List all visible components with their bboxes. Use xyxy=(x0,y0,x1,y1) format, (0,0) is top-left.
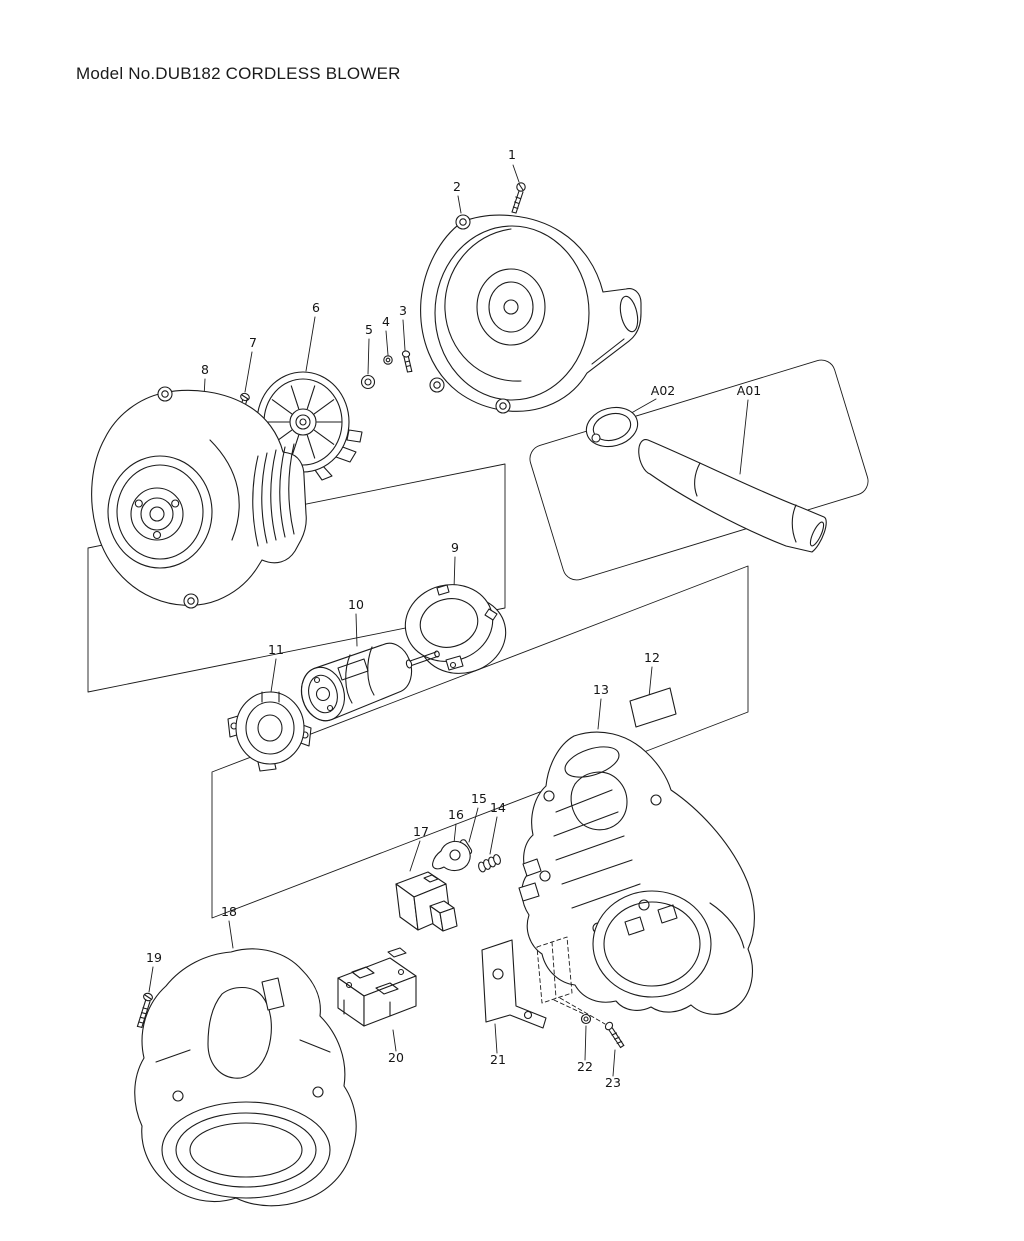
part-a01-nozzle xyxy=(638,439,827,553)
label-part-11: 11 xyxy=(268,642,284,657)
label-part-4: 4 xyxy=(382,314,390,329)
label-part-2: 2 xyxy=(453,179,461,194)
part-a02-ring xyxy=(585,406,639,448)
part-14-spring xyxy=(478,854,501,873)
part-17-switch xyxy=(395,871,458,932)
label-part-a01: A01 xyxy=(737,383,761,398)
page-title: Model No.DUB182 CORDLESS BLOWER xyxy=(76,64,401,83)
label-part-9: 9 xyxy=(451,540,459,555)
part-18-housing-left xyxy=(134,948,357,1207)
battery-position-dashed xyxy=(536,936,606,1025)
group-frame-nozzle xyxy=(529,359,869,581)
part-19-screw xyxy=(136,992,153,1028)
part-13-housing-right xyxy=(518,731,755,1015)
group-frame-motor xyxy=(211,565,749,919)
label-part-18: 18 xyxy=(221,904,237,919)
label-part-21: 21 xyxy=(490,1052,506,1067)
part-10-motor xyxy=(300,642,440,722)
part-8-blower-housing xyxy=(91,386,307,609)
label-part-3: 3 xyxy=(399,303,407,318)
label-part-5: 5 xyxy=(365,322,373,337)
part-20-terminal-block xyxy=(337,947,417,1027)
label-part-16: 16 xyxy=(448,807,464,822)
label-part-1: 1 xyxy=(508,147,516,162)
part-5-washer xyxy=(360,374,376,390)
part-2-fan-case xyxy=(420,214,642,414)
label-part-20: 20 xyxy=(388,1050,404,1065)
label-part-19: 19 xyxy=(146,950,162,965)
label-part-12: 12 xyxy=(644,650,660,665)
group-frame-upper xyxy=(87,463,506,693)
part-21-bracket xyxy=(481,939,547,1029)
part-4-washer xyxy=(383,355,393,365)
label-part-7: 7 xyxy=(249,335,257,350)
part-12-label xyxy=(629,687,677,728)
label-part-23: 23 xyxy=(605,1075,621,1090)
label-part-a02: A02 xyxy=(651,383,675,398)
part-22-washer xyxy=(580,1013,592,1025)
label-part-15: 15 xyxy=(471,791,487,806)
part-11-motor-holder xyxy=(227,691,312,772)
label-part-17: 17 xyxy=(413,824,429,839)
part-16-lever xyxy=(432,840,471,872)
label-part-8: 8 xyxy=(201,362,209,377)
label-part-22: 22 xyxy=(577,1059,593,1074)
part-1-screw xyxy=(511,182,526,214)
label-part-6: 6 xyxy=(312,300,320,315)
label-part-13: 13 xyxy=(593,682,609,697)
part-9-fan-guide xyxy=(404,584,507,674)
part-number-labels: 1 2 3 4 5 6 7 8 9 10 11 12 13 14 15 16 1… xyxy=(146,147,761,1090)
label-part-14: 14 xyxy=(490,800,506,815)
label-part-10: 10 xyxy=(348,597,364,612)
part-23-screw xyxy=(604,1021,625,1049)
part-3-screw xyxy=(401,350,413,373)
